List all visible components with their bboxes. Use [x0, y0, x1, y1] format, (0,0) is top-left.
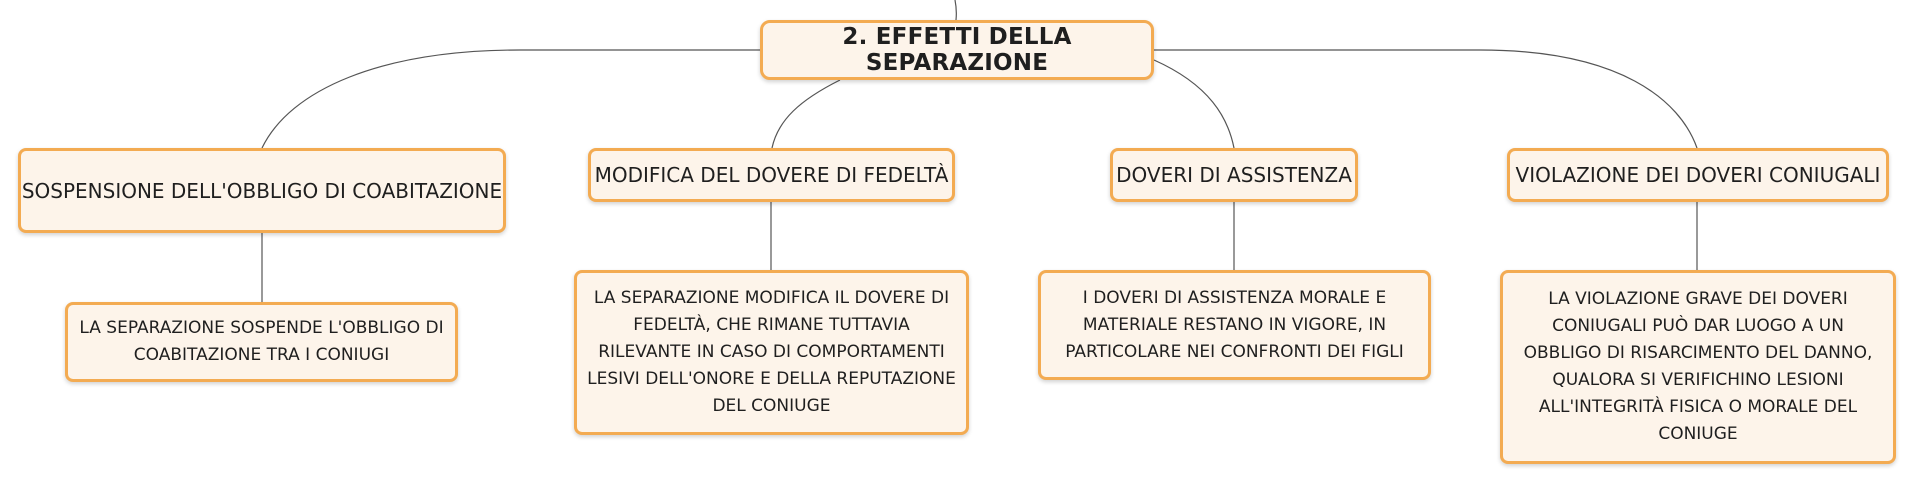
- detail-text: LA VIOLAZIONE GRAVE DEI DOVERI CONIUGALI…: [1523, 289, 1873, 444]
- detail-text: LA SEPARAZIONE SOSPENDE L'OBBLIGO DI COA…: [79, 318, 444, 365]
- detail-text: I DOVERI DI ASSISTENZA MORALE E MATERIAL…: [1065, 287, 1404, 362]
- branch-node-doveri-assistenza[interactable]: DOVERI DI ASSISTENZA: [1110, 148, 1358, 202]
- detail-text: LA SEPARAZIONE MODIFICA IL DOVERE DI FED…: [587, 288, 956, 416]
- branch-node-sospensione-coabitazione[interactable]: SOSPENSIONE DELL'OBBLIGO DI COABITAZIONE: [18, 148, 506, 233]
- branch-label: SOSPENSIONE DELL'OBBLIGO DI COABITAZIONE: [21, 178, 503, 203]
- root-topic-node[interactable]: 2. EFFETTI DELLA SEPARAZIONE: [760, 20, 1154, 80]
- branch-label: MODIFICA DEL DOVERE DI FEDELTÀ: [594, 163, 949, 187]
- connector-root-to-branch-1: [771, 79, 841, 149]
- detail-node-modifica-fedelta[interactable]: LA SEPARAZIONE MODIFICA IL DOVERE DI FED…: [574, 270, 969, 435]
- branch-node-modifica-fedelta[interactable]: MODIFICA DEL DOVERE DI FEDELTÀ: [588, 148, 955, 202]
- connector-root-to-branch-3: [1154, 49, 1698, 149]
- branch-node-violazione-doveri[interactable]: VIOLAZIONE DEI DOVERI CONIUGALI: [1507, 148, 1889, 202]
- connector-root-to-branch-2: [1153, 59, 1235, 149]
- connector-root-to-branch-0: [261, 49, 760, 149]
- detail-node-violazione-doveri[interactable]: LA VIOLAZIONE GRAVE DEI DOVERI CONIUGALI…: [1500, 270, 1896, 464]
- branch-label: DOVERI DI ASSISTENZA: [1116, 163, 1352, 187]
- root-topic-label: 2. EFFETTI DELLA SEPARAZIONE: [842, 24, 1072, 76]
- branch-label: VIOLAZIONE DEI DOVERI CONIUGALI: [1515, 163, 1881, 187]
- connector-parent-to-root: [954, 0, 957, 21]
- detail-node-doveri-assistenza[interactable]: I DOVERI DI ASSISTENZA MORALE E MATERIAL…: [1038, 270, 1431, 380]
- detail-node-sospensione-coabitazione[interactable]: LA SEPARAZIONE SOSPENDE L'OBBLIGO DI COA…: [65, 302, 458, 382]
